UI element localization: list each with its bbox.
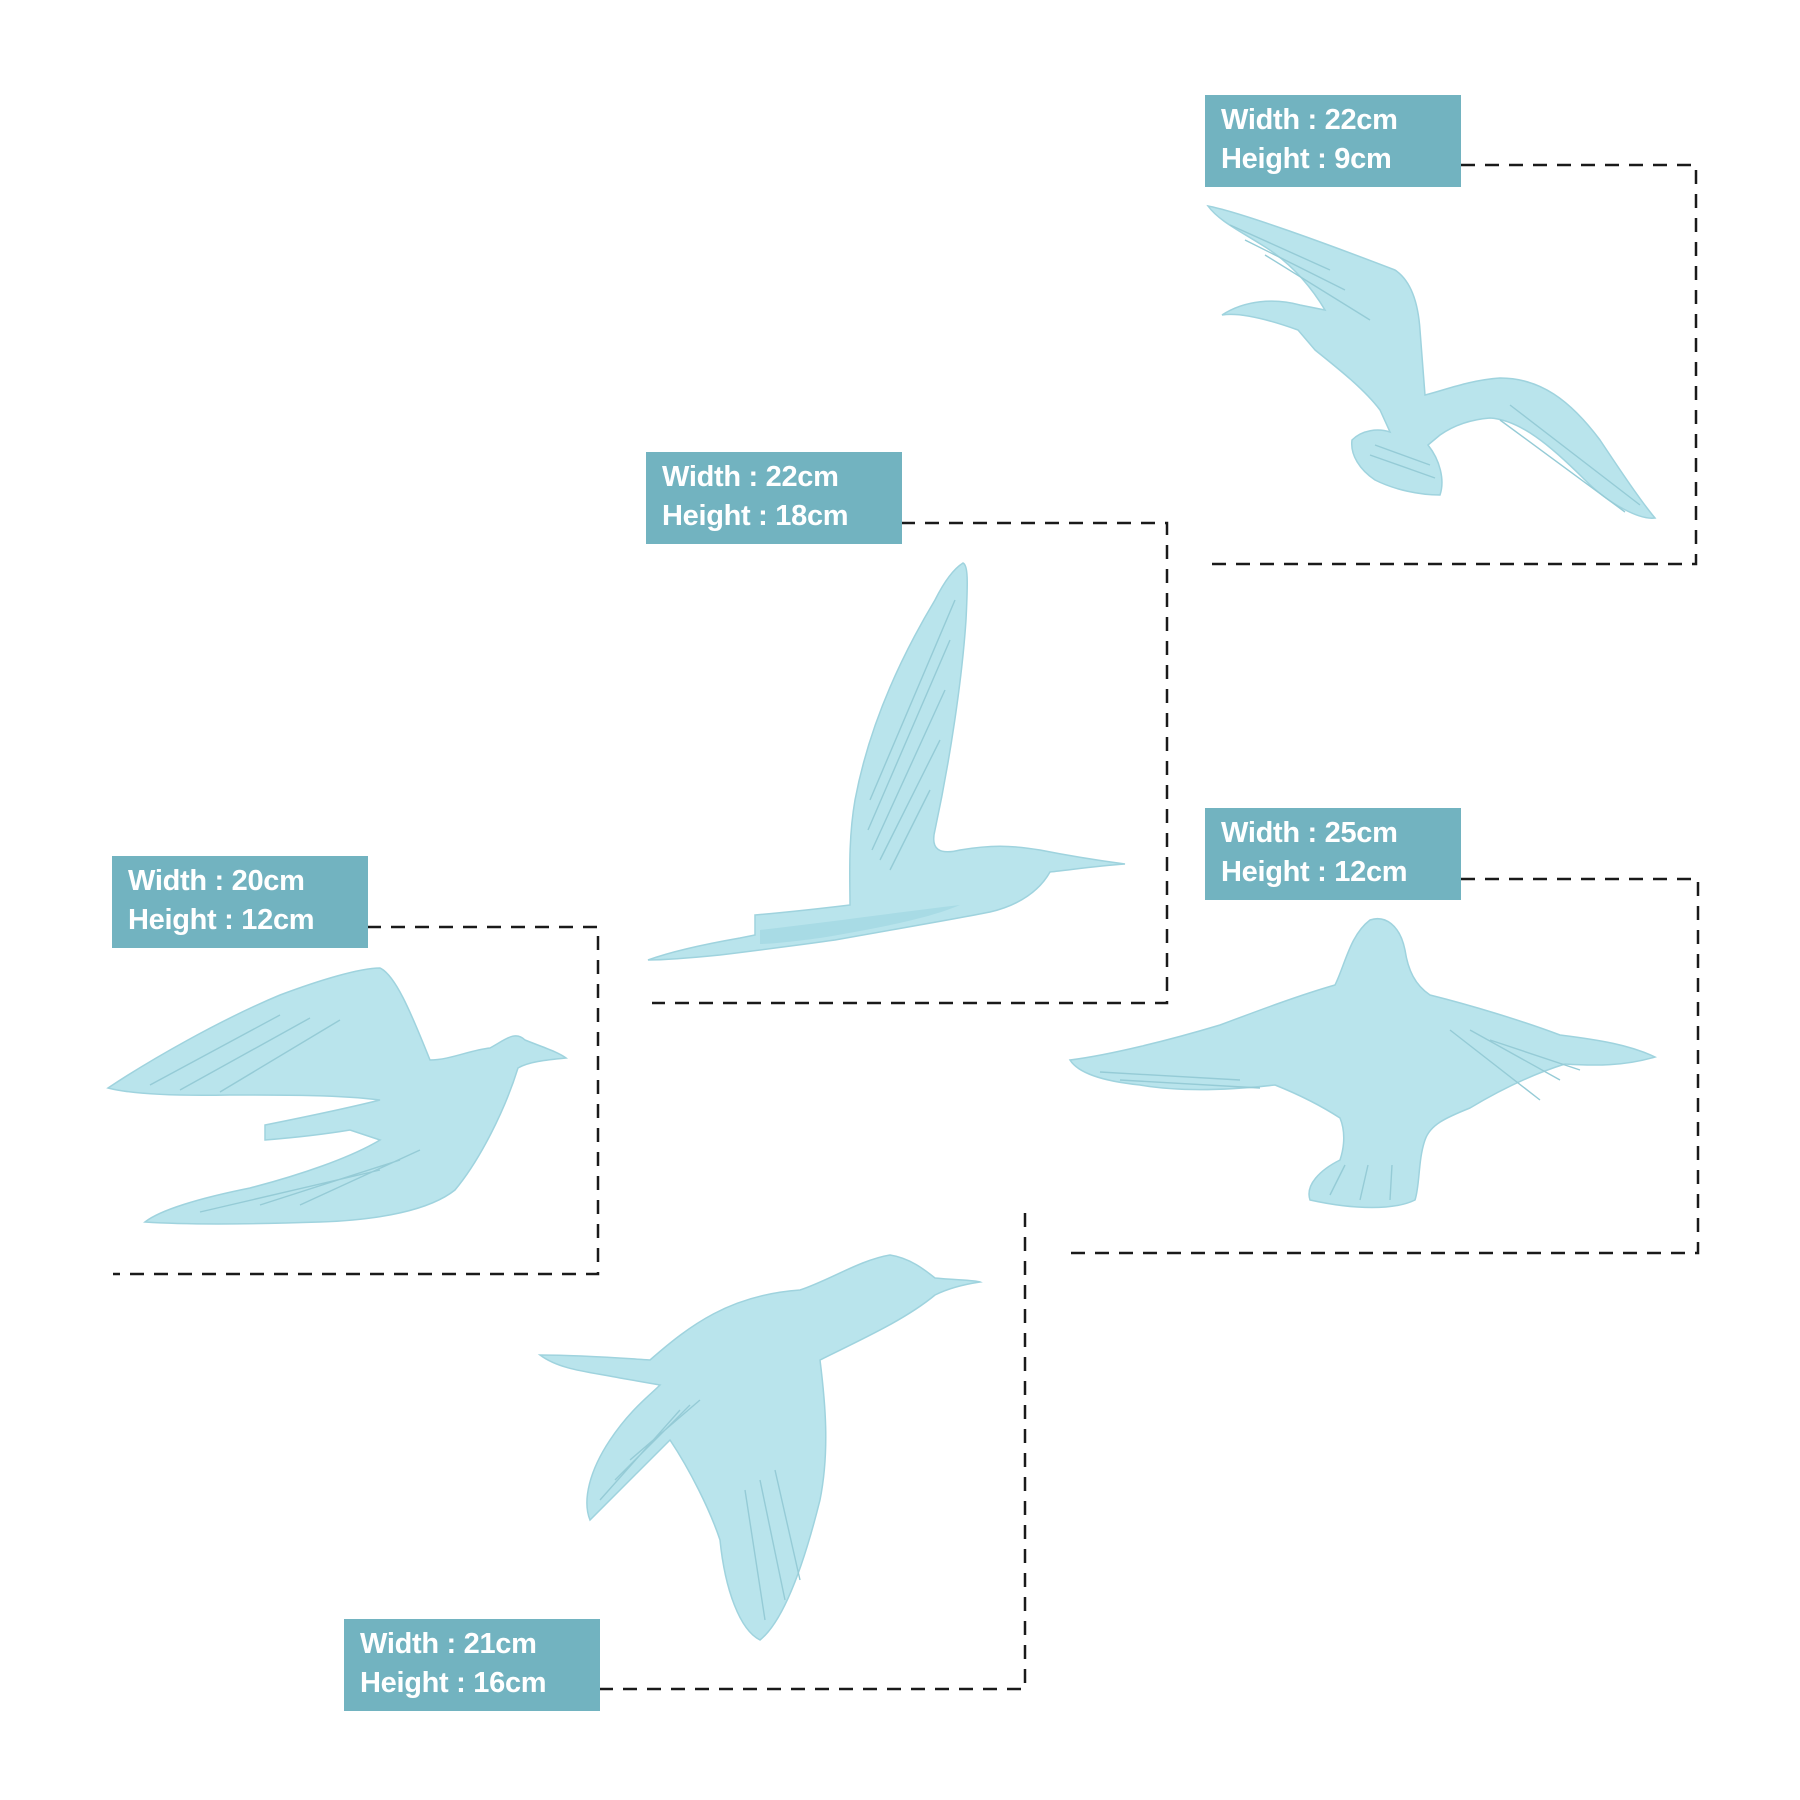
height-text: Height : 12cm (1221, 856, 1408, 888)
bird-figure-4 (1068, 918, 1658, 1209)
dimension-bracket-5 (599, 1205, 1027, 1691)
height-text: Height : 9cm (1221, 143, 1392, 175)
dimension-bracket-1 (1212, 163, 1698, 566)
dimension-label-1: Width : 22cm Height : 9cm (1205, 95, 1461, 187)
width-text: Width : 20cm (128, 865, 305, 897)
dimension-bracket-4 (1070, 877, 1700, 1255)
width-text: Width : 25cm (1221, 817, 1398, 849)
height-text: Height : 12cm (128, 904, 315, 936)
bird-figure-1 (1206, 204, 1657, 519)
bird-figure-5 (537, 1254, 983, 1641)
dimension-label-2: Width : 22cm Height : 18cm (646, 452, 902, 544)
dimension-label-4: Width : 25cm Height : 12cm (1205, 808, 1461, 900)
height-text: Height : 16cm (360, 1667, 547, 1699)
dimension-label-3: Width : 20cm Height : 12cm (112, 856, 368, 948)
bird-figure-3 (106, 967, 569, 1225)
dimension-bracket-2 (652, 521, 1169, 1005)
dimension-bracket-3 (113, 925, 600, 1276)
width-text: Width : 21cm (360, 1628, 537, 1660)
width-text: Width : 22cm (1221, 104, 1398, 136)
dimension-label-5: Width : 21cm Height : 16cm (344, 1619, 600, 1711)
width-text: Width : 22cm (662, 461, 839, 493)
bird-figure-2 (647, 562, 1126, 961)
height-text: Height : 18cm (662, 500, 849, 532)
